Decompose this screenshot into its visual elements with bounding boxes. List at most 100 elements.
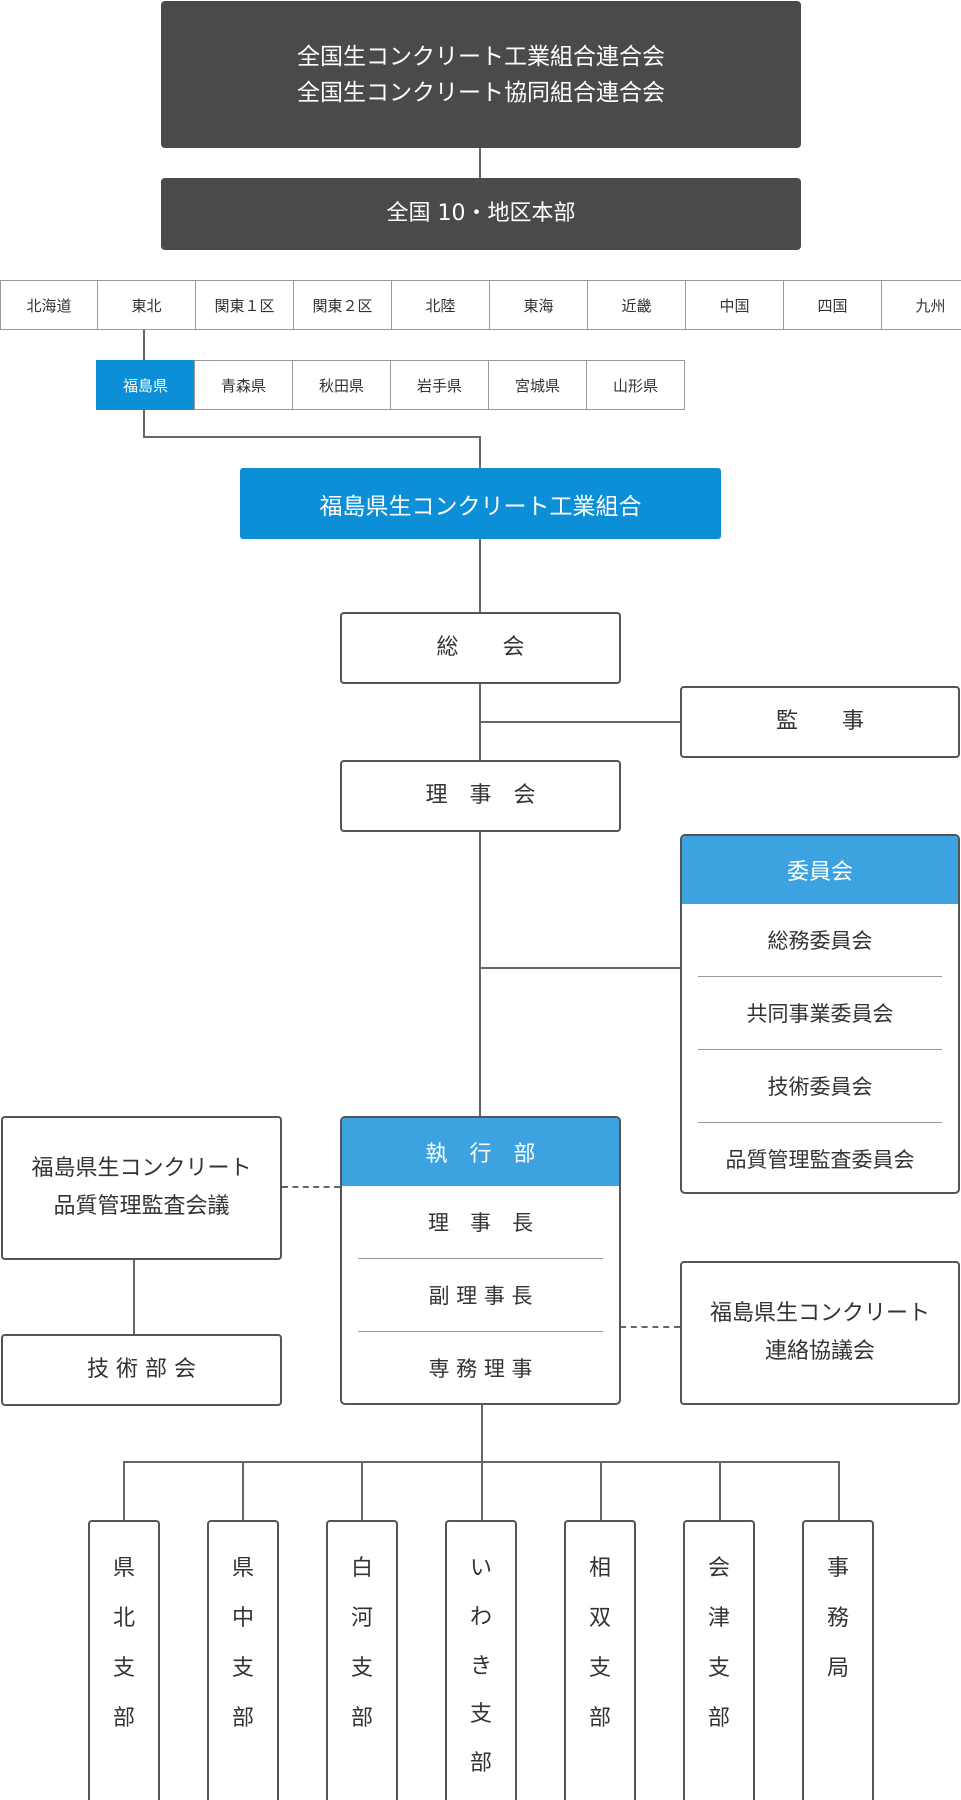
qc-council-line-2: 品質管理監査会議	[53, 1194, 230, 1219]
connector-to-union	[479, 436, 481, 468]
auditor-box: 監 事	[680, 686, 960, 758]
branch-char: 河	[350, 1606, 373, 1631]
branch-shirakawa: 白 河 支 部	[326, 1520, 398, 1800]
branch-char: 支	[231, 1656, 254, 1681]
branch-char: 支	[112, 1656, 135, 1681]
prefecture-aomori[interactable]: 青森県	[194, 360, 293, 410]
committee-item-general-affairs: 総務委員会	[698, 904, 942, 977]
connector-branch-4	[481, 1461, 483, 1521]
connector-federation-hq	[479, 148, 481, 178]
committee-item-joint-business: 共同事業委員会	[698, 977, 942, 1050]
connector-qc-council	[282, 1186, 340, 1188]
qc-council-box: 福島県生コンクリート 品質管理監査会議	[1, 1116, 282, 1260]
connector-tohoku-down	[143, 328, 145, 360]
tech-subcommittee-label: 技 術 部 会	[87, 1357, 196, 1382]
branch-char: 会	[707, 1556, 730, 1581]
connector-qc-tech	[133, 1260, 135, 1334]
connector-union-assembly	[479, 538, 481, 612]
executive-item-chairman: 理 事 長	[358, 1186, 603, 1259]
branch-char: 部	[469, 1751, 492, 1777]
connector-branch-3	[361, 1461, 363, 1521]
general-assembly-box: 総 会	[340, 612, 621, 684]
connector-fukushima-right	[143, 436, 481, 438]
prefecture-fukushima[interactable]: 福島県	[96, 360, 195, 410]
connector-branch-5	[600, 1461, 602, 1521]
connector-branch-2	[242, 1461, 244, 1521]
branch-char: 県	[112, 1556, 135, 1581]
liaison-line-1: 福島県生コンクリート	[709, 1301, 930, 1326]
prefecture-tabs: 福島県 青森県 秋田県 岩手県 宮城県 山形県	[96, 360, 685, 410]
branch-char: 白	[350, 1556, 373, 1581]
auditor-label: 監 事	[775, 709, 864, 734]
connector-fukushima-down	[143, 408, 145, 438]
branch-char: 双	[588, 1606, 611, 1631]
executive-box: 執 行 部 理 事 長 副 理 事 長 専 務 理 事	[340, 1116, 621, 1405]
prefecture-akita[interactable]: 秋田県	[292, 360, 391, 410]
connector-board-exec	[479, 832, 481, 1118]
board-label: 理 事 会	[425, 783, 536, 808]
region-chugoku[interactable]: 中国	[685, 280, 784, 330]
executive-item-vice-chairman: 副 理 事 長	[358, 1259, 603, 1332]
branch-char: 相	[588, 1556, 611, 1581]
branch-char: 津	[707, 1606, 730, 1631]
committee-item-quality-audit: 品質管理監査委員会	[725, 1148, 915, 1172]
prefecture-miyagi[interactable]: 宮城県	[488, 360, 587, 410]
executive-title: 執 行 部	[342, 1118, 619, 1186]
branch-char: 中	[231, 1606, 254, 1631]
federation-line-2: 全国生コンクリート協同組合連合会	[297, 79, 665, 106]
union-label: 福島県生コンクリート工業組合	[319, 493, 642, 520]
branch-soso: 相 双 支 部	[564, 1520, 636, 1800]
region-kyushu[interactable]: 九州	[881, 280, 961, 330]
branch-char: 支	[469, 1702, 492, 1728]
branch-char: 部	[112, 1706, 135, 1731]
federation-box: 全国生コンクリート工業組合連合会 全国生コンクリート協同組合連合会	[161, 1, 801, 148]
connector-exec-branches	[481, 1404, 483, 1463]
branch-char: 務	[826, 1606, 849, 1631]
general-assembly-label: 総 会	[436, 635, 525, 660]
region-shikoku[interactable]: 四国	[783, 280, 882, 330]
liaison-line-2: 連絡協議会	[764, 1339, 875, 1364]
region-hokkaido[interactable]: 北海道	[0, 280, 98, 330]
connector-liaison	[620, 1326, 680, 1328]
connector-branch-7	[838, 1461, 840, 1521]
branch-char: い	[469, 1556, 492, 1581]
regional-hq-label: 全国 10・地区本部	[386, 201, 576, 226]
branch-char: 部	[231, 1706, 254, 1731]
region-kanto-2[interactable]: 関東２区	[293, 280, 392, 330]
board-box: 理 事 会	[340, 760, 621, 832]
branch-char: 部	[707, 1706, 730, 1731]
committee-title: 委員会	[682, 836, 958, 904]
regional-hq-box: 全国 10・地区本部	[161, 178, 801, 250]
branch-char: き	[469, 1653, 492, 1679]
executive-item-managing-director: 専 務 理 事	[428, 1357, 533, 1381]
region-tohoku[interactable]: 東北	[97, 280, 196, 330]
branch-char: 支	[707, 1656, 730, 1681]
connector-committee	[479, 967, 680, 969]
connector-auditor	[479, 721, 680, 723]
union-box: 福島県生コンクリート工業組合	[240, 468, 721, 539]
connector-branch-1	[123, 1461, 125, 1521]
prefecture-iwate[interactable]: 岩手県	[390, 360, 489, 410]
committee-item-technical: 技術委員会	[698, 1050, 942, 1123]
branch-char: 支	[350, 1656, 373, 1681]
branch-kenpoku: 県 北 支 部	[88, 1520, 160, 1800]
branch-char: 北	[112, 1606, 135, 1631]
prefecture-yamagata[interactable]: 山形県	[586, 360, 685, 410]
region-tokai[interactable]: 東海	[489, 280, 588, 330]
region-hokuriku[interactable]: 北陸	[391, 280, 490, 330]
liaison-box: 福島県生コンクリート 連絡協議会	[680, 1261, 960, 1405]
branch-secretariat: 事 務 局	[802, 1520, 874, 1800]
branch-char: わ	[469, 1604, 492, 1630]
branch-aizu: 会 津 支 部	[683, 1520, 755, 1800]
branch-char: 部	[588, 1706, 611, 1731]
tech-subcommittee-box: 技 術 部 会	[1, 1334, 282, 1406]
committee-box: 委員会 総務委員会 共同事業委員会 技術委員会 品質管理監査委員会	[680, 834, 960, 1194]
region-kinki[interactable]: 近畿	[587, 280, 686, 330]
branch-char: 事	[826, 1556, 849, 1581]
federation-line-1: 全国生コンクリート工業組合連合会	[297, 43, 665, 70]
qc-council-line-1: 福島県生コンクリート	[31, 1156, 252, 1181]
branch-char: 県	[231, 1556, 254, 1581]
region-tabs: 北海道 東北 関東１区 関東２区 北陸 東海 近畿 中国 四国 九州	[0, 280, 961, 330]
branch-char: 支	[588, 1656, 611, 1681]
region-kanto-1[interactable]: 関東１区	[195, 280, 294, 330]
